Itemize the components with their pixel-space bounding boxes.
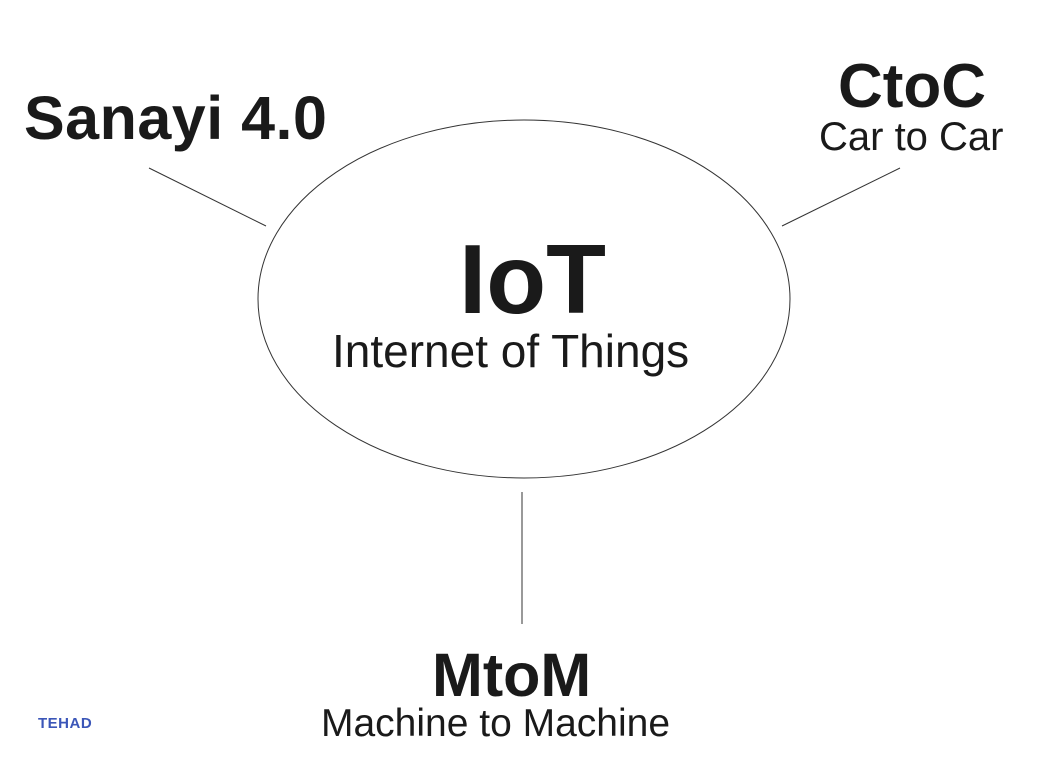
connector-ctoc bbox=[781, 167, 901, 227]
connector-sanayi bbox=[148, 167, 267, 227]
mtom-title: MtoM bbox=[432, 641, 592, 709]
ctoc-subtitle: Car to Car bbox=[819, 115, 1004, 159]
iot-subtitle: Internet of Things bbox=[332, 325, 690, 377]
iot-ellipse bbox=[257, 119, 791, 479]
sanayi-title: Sanayi 4.0 bbox=[24, 84, 328, 152]
watermark-text: TEHAD bbox=[38, 715, 93, 732]
iot-title: IoT bbox=[459, 224, 606, 334]
ctoc-title: CtoC bbox=[838, 52, 987, 121]
mtom-subtitle: Machine to Machine bbox=[321, 702, 671, 745]
